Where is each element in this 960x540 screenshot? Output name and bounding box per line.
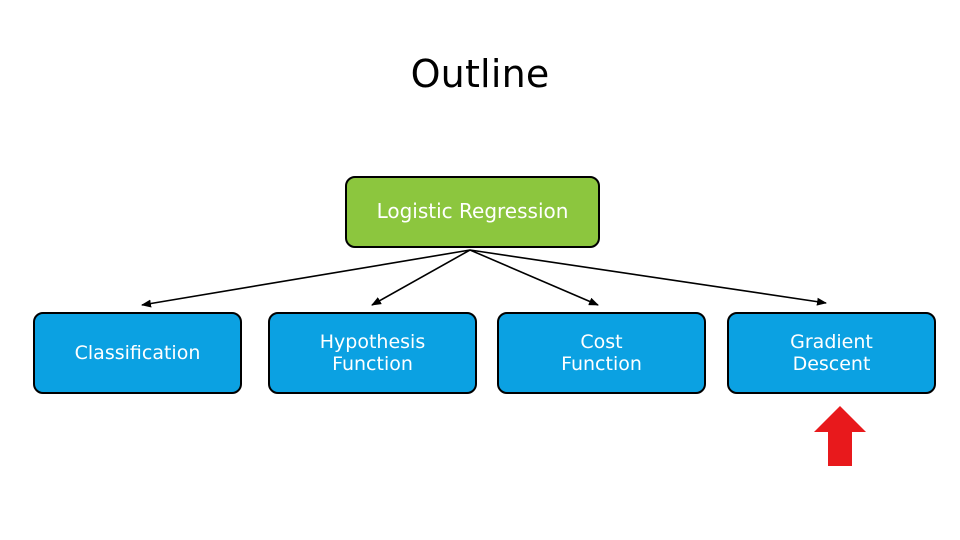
connector-to-classification [141, 249, 471, 308]
node-cost-function[interactable]: Cost Function [497, 312, 706, 394]
arrow-up-icon [814, 406, 866, 466]
node-label-line2: Function [332, 353, 413, 375]
connector-to-cost [469, 249, 599, 306]
node-label-line1: Cost [580, 330, 623, 353]
node-label: Hypothesis Function [320, 331, 425, 376]
node-label: Gradient Descent [790, 331, 873, 376]
connector-to-hypothesis [371, 249, 471, 306]
node-logistic-regression[interactable]: Logistic Regression [345, 176, 600, 248]
node-label-line2: Descent [792, 353, 871, 375]
node-hypothesis-function[interactable]: Hypothesis Function [268, 312, 477, 394]
node-label: Logistic Regression [376, 199, 569, 224]
node-label: Classification [75, 342, 201, 364]
node-classification[interactable]: Classification [33, 312, 242, 394]
node-label-line1: Classification [74, 341, 201, 364]
node-label-line1: Gradient [790, 330, 873, 353]
node-label: Cost Function [561, 331, 642, 376]
connector-to-gradient [469, 249, 827, 306]
node-label-line1: Hypothesis [319, 330, 426, 353]
page-title: Outline [410, 52, 550, 96]
node-gradient-descent[interactable]: Gradient Descent [727, 312, 936, 394]
node-label-line2: Function [561, 353, 642, 375]
